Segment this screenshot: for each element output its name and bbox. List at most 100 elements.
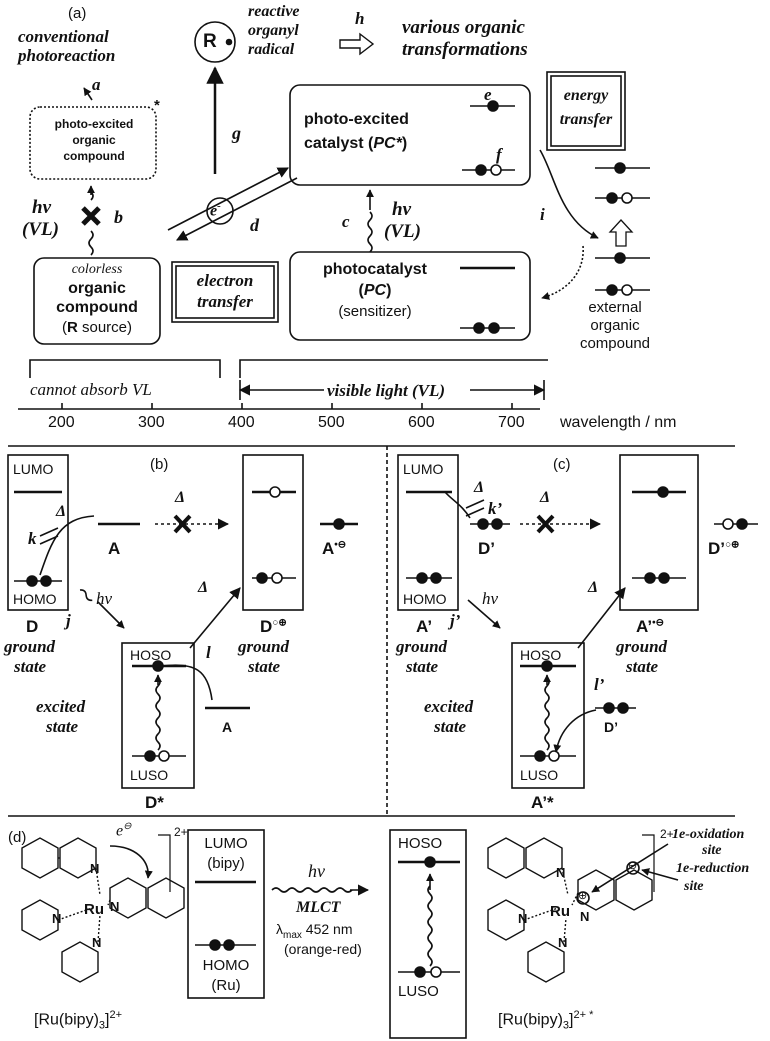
- electron-transfer-2: transfer: [197, 292, 253, 311]
- reduction-site-1: 1e-reduction: [676, 861, 750, 876]
- wavy-j: [79, 589, 93, 602]
- cross-b2: [173, 514, 192, 534]
- hv-c: hν: [392, 199, 411, 220]
- ground-state-c4: state: [626, 657, 659, 676]
- organic-compound-box: [33, 257, 161, 345]
- acceptor-radical-anion: A•⊖: [322, 539, 347, 558]
- hoso-c: HOSO: [520, 647, 562, 663]
- acceptor-a2: A: [222, 719, 233, 735]
- mo-box-right: [389, 829, 467, 1039]
- arrow-i-dotted: [541, 245, 584, 300]
- acceptor-a: A: [108, 539, 121, 558]
- wavy-mlct: [271, 887, 353, 893]
- hv-c2: hν: [482, 589, 499, 608]
- photo-excited-catalyst-1: photo-excited: [304, 111, 409, 128]
- pc-label: (PC): [358, 282, 392, 299]
- step-e: e: [484, 85, 492, 104]
- ground-state-b2: state: [14, 657, 47, 676]
- luso-b: LUSO: [130, 767, 169, 783]
- conventional-label-1: conventional: [18, 27, 109, 46]
- energy-transfer-2: transfer: [559, 111, 613, 128]
- step-b: b: [114, 207, 123, 227]
- ground-state-c1: ground: [396, 637, 448, 656]
- tick-500: 500: [318, 414, 345, 431]
- photo-excited-organic-box: [29, 106, 157, 180]
- oxidation-site-1: 1e-oxidation: [672, 827, 745, 842]
- sensitizer-label: (sensitizer): [338, 303, 412, 320]
- mo-box-left: [187, 829, 265, 999]
- photocatalyst-box: [289, 251, 531, 341]
- hv-b2: hν: [96, 589, 113, 608]
- excited-box: [121, 642, 195, 789]
- donor-d-prime-2: D’: [604, 719, 618, 735]
- wavelength-label: wavelength / nm: [560, 414, 677, 431]
- luso-d: LUSO: [398, 983, 439, 1000]
- homo-b: HOMO: [13, 591, 57, 607]
- step-j: j: [66, 611, 71, 630]
- step-a: a: [92, 75, 101, 94]
- lumo-b: LUMO: [13, 461, 54, 477]
- arrow-a: [83, 87, 93, 101]
- donor-d: D: [26, 617, 39, 636]
- n-right-4: N: [558, 935, 568, 950]
- cross-c: [536, 514, 555, 534]
- n-left-3: N: [52, 911, 62, 926]
- donor-radical-cation: D○⊕: [260, 617, 287, 636]
- luso-c: LUSO: [520, 767, 559, 783]
- arrow-i: [539, 149, 599, 239]
- panel-c-label: (c): [553, 456, 571, 473]
- reduction-site-2: site: [684, 879, 704, 894]
- photo-excited-catalyst-box: [289, 84, 531, 186]
- electron-symbol: e-: [210, 200, 221, 220]
- conventional-label-2: photoreaction: [18, 46, 116, 65]
- donor-prime-cation: D’○⊕: [708, 539, 740, 558]
- step-l-prime: l’: [594, 675, 605, 694]
- acceptor-box: [397, 454, 459, 611]
- radical-label: radical: [248, 41, 295, 58]
- panel-b-label: (b): [150, 456, 169, 473]
- n-right-1: N: [556, 865, 566, 880]
- vl-c: (VL): [384, 221, 421, 242]
- arrow-l: [161, 664, 213, 701]
- ru-complex-right: [487, 837, 653, 983]
- homo-ru: (Ru): [211, 977, 241, 994]
- ru-right: Ru: [550, 903, 570, 920]
- radical-symbol: R: [203, 31, 217, 52]
- panel-a-label: (a): [68, 5, 87, 22]
- arrow-oxidation: [591, 843, 669, 893]
- excited-box-c: [511, 642, 585, 789]
- donor-cation-box: [242, 454, 304, 611]
- oxidation-plus: ⊕: [578, 890, 588, 902]
- ru-complex-left: [21, 837, 185, 983]
- acceptor-star: A’*: [531, 793, 554, 812]
- step-g: g: [232, 123, 241, 143]
- homo-d: HOMO: [202, 957, 250, 974]
- acceptor-anion-box: [619, 454, 699, 611]
- lumo-c: LUMO: [403, 461, 444, 477]
- delta-b3: Δ: [198, 579, 209, 596]
- delta-b1: Δ: [56, 503, 67, 520]
- tick-600: 600: [408, 414, 435, 431]
- ground-state-c2: state: [406, 657, 439, 676]
- n-left-1: N: [90, 861, 100, 876]
- tick-200: 200: [48, 414, 75, 431]
- reduction-minus: ⊖: [628, 860, 638, 872]
- arrow-k: [39, 515, 95, 576]
- ru-left: Ru: [84, 901, 104, 918]
- lambda-max: λmax 452 nm: [276, 921, 353, 941]
- colorless-label: colorless: [71, 262, 123, 277]
- external-label-2: organic: [590, 317, 640, 334]
- complex-right-label: [Ru(bipy)3]2+ *: [498, 1009, 594, 1032]
- transformations-1: various organic: [402, 17, 525, 38]
- arrow-l-prime: [553, 709, 597, 753]
- electron-transfer-box: [171, 261, 279, 323]
- visible-light-label: visible light (VL): [324, 382, 449, 399]
- step-k-prime: k’: [488, 499, 503, 518]
- organic-label: organic: [68, 280, 126, 297]
- photo-excited-label-3: compound: [63, 149, 125, 163]
- acceptor-prime-anion: A’•⊖: [636, 617, 664, 636]
- lumo-bipy: (bipy): [207, 855, 245, 872]
- panel-d-label: (d): [8, 829, 27, 846]
- wavy-c: [367, 211, 373, 253]
- n-left-2: N: [110, 899, 120, 914]
